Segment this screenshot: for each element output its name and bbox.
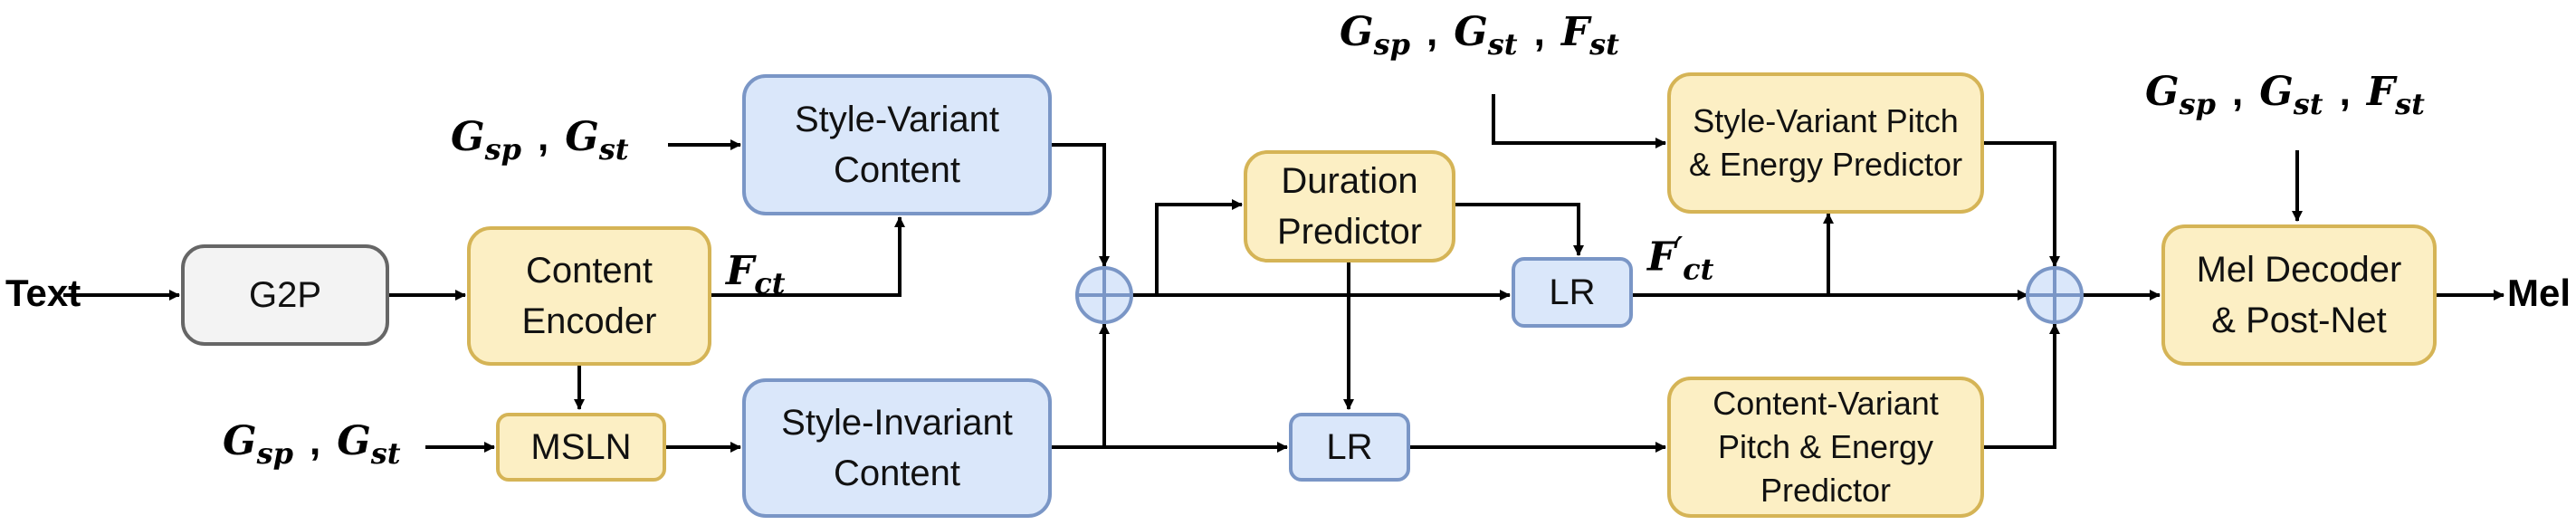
arrow-cv-pitch-to-sum2 [1984, 323, 2060, 449]
sv-pitch-energy-block: Style-Variant Pitch & Energy Predictor [1667, 72, 1984, 214]
mel-decoder-block: Mel Decoder & Post-Net [2161, 224, 2437, 366]
sum-node-1 [1075, 266, 1133, 324]
content-encoder-label: Content Encoder [521, 251, 657, 341]
arrow-style-variant-to-sum1 [1052, 143, 1110, 267]
arrow-duration-to-lr-top [1455, 203, 1584, 256]
arrow-sv-pitch-to-sum2 [1984, 141, 2060, 267]
style-invariant-content-label: Style-Invariant Content [781, 403, 1013, 493]
conditioning-mel-decoder: Gsp,Gst,Fst [2145, 69, 2425, 121]
arrow-encoder-to-style-variant [711, 216, 905, 297]
cv-pitch-energy-label: Content-Variant Pitch & Energy Predictor [1713, 385, 1939, 509]
style-variant-content-label: Style-Variant Content [794, 100, 999, 190]
conditioning-msln: Gsp,Gst [223, 418, 401, 471]
style-invariant-content-block: Style-Invariant Content [742, 378, 1052, 518]
conditioning-style-variant: Gsp,Gst [451, 114, 629, 167]
g2p-label: G2P [248, 275, 322, 315]
arrow-style-invariant-to-sum1 [1052, 323, 1110, 449]
text-input-label: Text [5, 272, 81, 314]
duration-predictor-block: Duration Predictor [1244, 150, 1455, 262]
expanded-output-symbol: F′ct [1647, 232, 1714, 287]
lr-bottom-block: LR [1289, 413, 1410, 482]
sv-pitch-energy-label: Style-Variant Pitch & Energy Predictor [1688, 102, 1963, 183]
conditioning-sv-pitch: Gsp,Gst,Fst [1340, 9, 1619, 62]
lr-top-label: LR [1549, 272, 1596, 312]
content-encoder-block: Content Encoder [467, 226, 711, 366]
style-variant-content-block: Style-Variant Content [742, 74, 1052, 215]
g2p-block: G2P [181, 244, 389, 346]
arrow-sum1-to-duration [1131, 199, 1243, 297]
arrow-g-to-sv-pitch [1492, 94, 1666, 148]
duration-predictor-label: Duration Predictor [1276, 161, 1423, 252]
lr-bottom-label: LR [1326, 427, 1373, 467]
cv-pitch-energy-block: Content-Variant Pitch & Energy Predictor [1667, 377, 1984, 518]
msln-block: MSLN [496, 413, 666, 482]
encoder-output-symbol: Fct [726, 248, 786, 301]
lr-top-block: LR [1512, 257, 1633, 328]
msln-label: MSLN [530, 427, 632, 467]
sum-node-2 [2026, 266, 2084, 324]
mel-decoder-label: Mel Decoder & Post-Net [2196, 250, 2402, 340]
mel-output-label: Mel [2507, 272, 2571, 314]
